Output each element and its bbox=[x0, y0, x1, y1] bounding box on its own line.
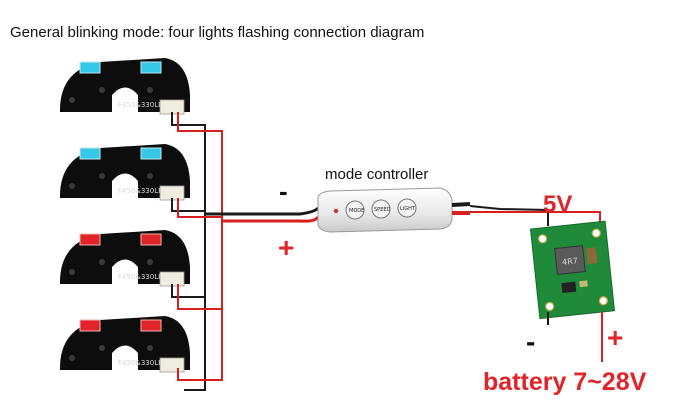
led-left bbox=[79, 61, 101, 74]
led-board-3: F450&330LED bbox=[60, 230, 190, 287]
mode-controller-label: mode controller bbox=[325, 166, 429, 183]
mode-button-label: MODE bbox=[349, 208, 364, 214]
controller-output-wires bbox=[451, 202, 601, 226]
output-voltage-label: 5V bbox=[543, 191, 573, 218]
connector bbox=[159, 357, 185, 373]
diagram-title: General blinking mode: four lights flash… bbox=[10, 24, 425, 41]
connector bbox=[159, 185, 185, 201]
controller-plus-label: + bbox=[278, 232, 295, 263]
connector bbox=[159, 99, 185, 115]
led-left bbox=[79, 147, 101, 160]
led-left bbox=[79, 319, 101, 332]
inductor bbox=[554, 245, 586, 275]
pcb-silk-3: F450&330LED bbox=[118, 273, 168, 281]
light-button-label: LIGHT bbox=[400, 206, 416, 212]
mode-button bbox=[345, 200, 365, 220]
battery-minus-label: - bbox=[526, 326, 536, 357]
led-board-2: F450&330LED bbox=[60, 144, 190, 201]
pcb-silk-2: F450&330LED bbox=[118, 187, 168, 195]
battery-label: battery 7~28V bbox=[483, 368, 647, 396]
light-button bbox=[397, 198, 417, 218]
led-left bbox=[79, 233, 101, 246]
controller-input-wires bbox=[205, 206, 320, 223]
battery-wires bbox=[547, 312, 603, 362]
pcb-silk-1: F450&330LED bbox=[118, 101, 168, 109]
buck-module: 4R7 bbox=[529, 220, 616, 320]
controller-minus-label: - bbox=[279, 176, 288, 206]
inductor-marking: 4R7 bbox=[562, 256, 579, 267]
speed-button-label: SPEED bbox=[374, 207, 391, 213]
led-board-4: F450&330LED bbox=[60, 316, 190, 373]
mode-controller: MODE SPEED LIGHT bbox=[317, 187, 453, 233]
led-right bbox=[140, 233, 162, 246]
connector bbox=[159, 271, 185, 287]
led-board-1: F450&330LED bbox=[60, 58, 190, 115]
battery-plus-label: + bbox=[607, 322, 624, 353]
led-right bbox=[140, 61, 162, 74]
speed-button bbox=[371, 199, 391, 219]
led-right bbox=[140, 147, 162, 160]
led-right bbox=[140, 319, 162, 332]
pcb-silk-4: F450&330LED bbox=[118, 359, 168, 367]
